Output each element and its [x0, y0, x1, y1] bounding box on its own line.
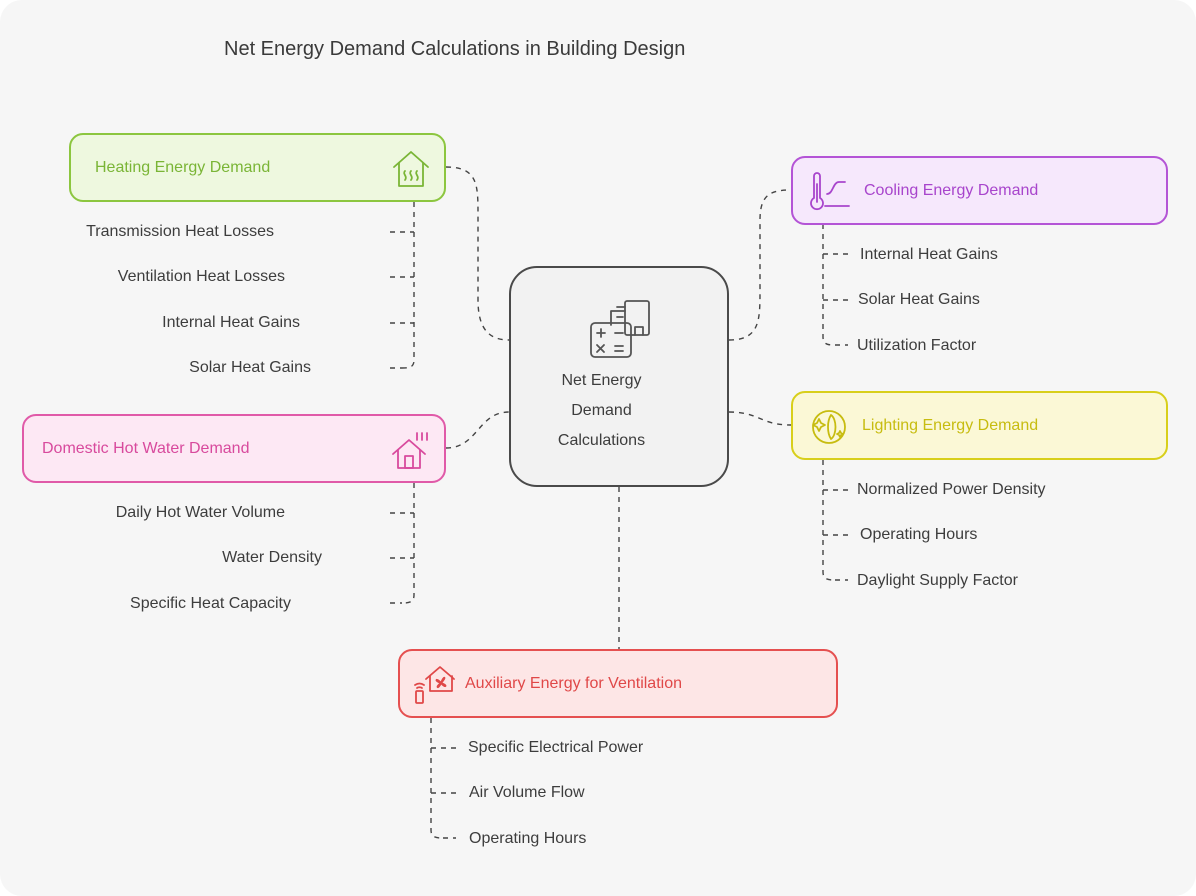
lighting-item-3: Daylight Supply Factor — [857, 572, 1018, 589]
cooling-item-2: Solar Heat Gains — [858, 291, 980, 308]
cooling-item-1: Internal Heat Gains — [860, 246, 998, 263]
connector-ventilation-items — [430, 718, 444, 839]
heating-item-3: Internal Heat Gains — [162, 314, 300, 331]
heating-item-4: Solar Heat Gains — [189, 359, 311, 376]
center-node[interactable]: Net Energy Demand Calculations — [509, 266, 729, 487]
center-label-line3: Calculations — [557, 432, 646, 449]
hot-water-label: Domestic Hot Water Demand — [42, 440, 250, 457]
heating-label: Heating Energy Demand — [95, 159, 271, 176]
hot-water-item-2: Water Density — [222, 549, 322, 566]
ventilation-item-3: Operating Hours — [469, 830, 587, 847]
lighting-item-2: Operating Hours — [860, 526, 978, 543]
domestic-hot-water-node[interactable]: Domestic Hot Water Demand — [22, 414, 446, 483]
connector-cooling — [728, 189, 792, 341]
connector-lighting-items — [822, 460, 836, 581]
heating-item-2: Ventilation Heat Losses — [117, 268, 285, 285]
lighting-energy-demand-node[interactable]: Lighting Energy Demand — [791, 391, 1168, 460]
lighting-item-1: Normalized Power Density — [857, 481, 1046, 498]
hot-water-item-3: Specific Heat Capacity — [130, 595, 291, 612]
connector-heating — [445, 166, 510, 341]
ventilation-item-2: Air Volume Flow — [469, 784, 585, 801]
hot-water-item-1: Daily Hot Water Volume — [115, 504, 285, 521]
lighting-label: Lighting Energy Demand — [862, 417, 1039, 434]
house-fan-icon — [414, 666, 455, 704]
connector-lighting — [728, 411, 792, 426]
thermometer-icon — [810, 172, 850, 211]
cooling-label: Cooling Energy Demand — [864, 182, 1039, 199]
connector-heating-items — [401, 202, 415, 369]
calculator-document-icon — [590, 300, 650, 358]
light-sparkle-icon — [812, 410, 846, 444]
auxiliary-ventilation-node[interactable]: Auxiliary Energy for Ventilation — [398, 649, 838, 718]
center-label: Net Energy Demand Calculations — [511, 366, 727, 456]
cooling-item-3: Utilization Factor — [857, 337, 977, 354]
center-label-line1: Net Energy — [561, 372, 642, 389]
connector-hotwater-items — [401, 483, 415, 604]
heating-item-1: Transmission Heat Losses — [86, 223, 274, 240]
ventilation-label: Auxiliary Energy for Ventilation — [465, 675, 682, 692]
cooling-energy-demand-node[interactable]: Cooling Energy Demand — [791, 156, 1168, 225]
ventilation-item-1: Specific Electrical Power — [468, 739, 644, 756]
heating-energy-demand-node[interactable]: Heating Energy Demand — [69, 133, 446, 202]
center-label-line2: Demand — [571, 402, 632, 419]
connector-cooling-items — [822, 224, 836, 346]
house-heat-icon — [393, 151, 429, 187]
house-steam-icon — [392, 432, 428, 469]
page-title: Net Energy Demand Calculations in Buildi… — [224, 38, 686, 60]
